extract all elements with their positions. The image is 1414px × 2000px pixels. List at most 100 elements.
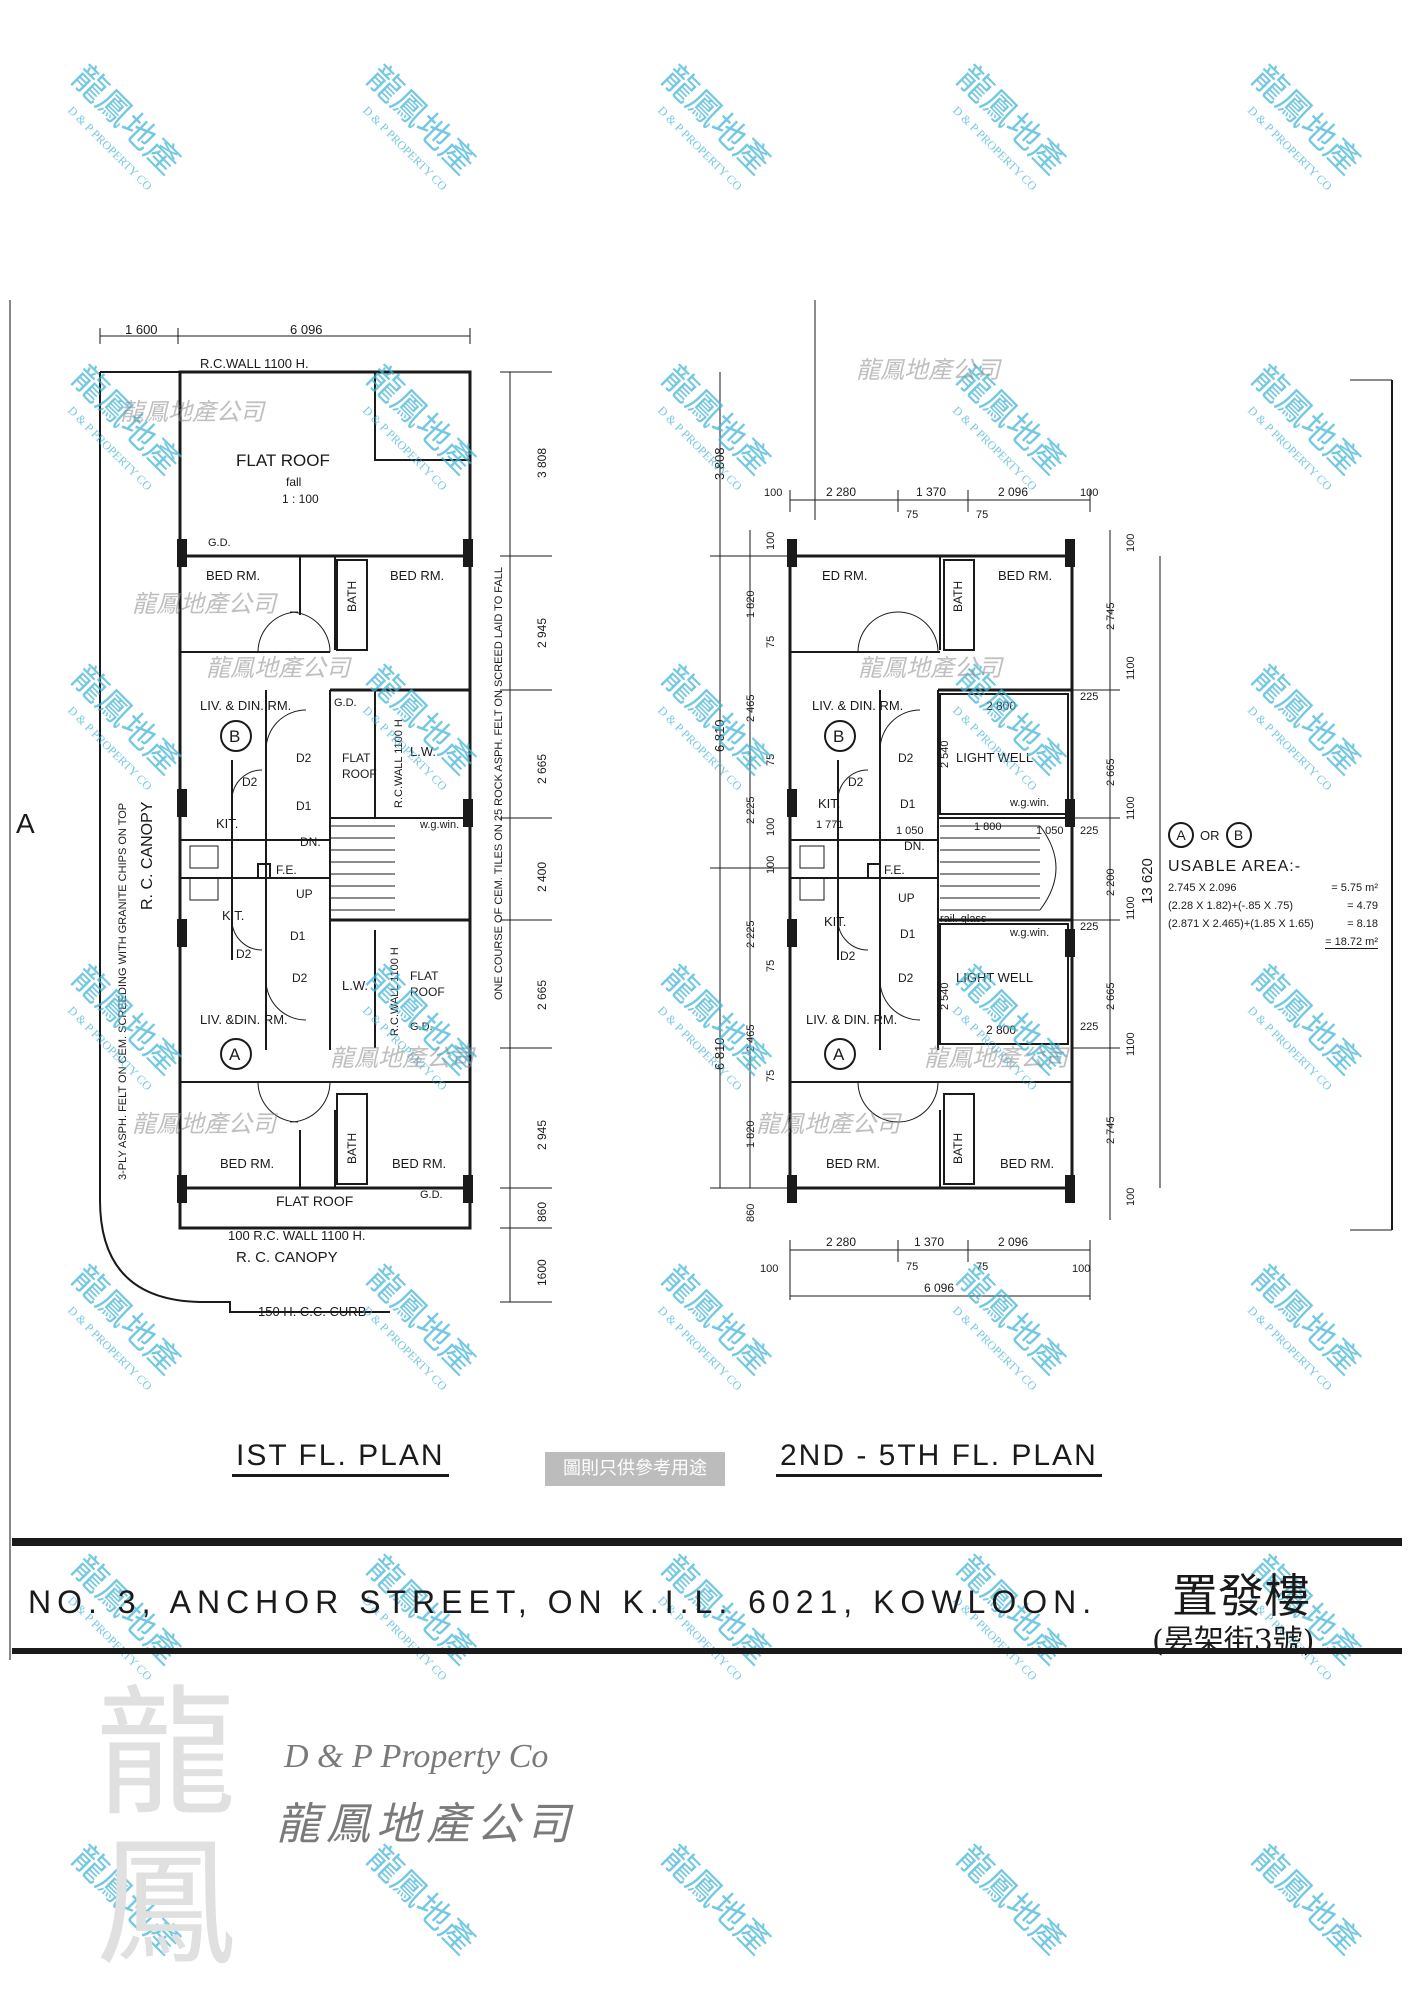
bed-b-left: BED RM. <box>206 568 260 583</box>
rc-wall-side-a: R.C.WALL 1100 H <box>389 947 401 1036</box>
bed-a-right: BED RM. <box>392 1156 446 1171</box>
title-rule-bottom <box>12 1648 1402 1654</box>
flat-roof-mid-1: FLAT <box>342 751 371 765</box>
t2-bed-a-right: BED RM. <box>1000 1156 1054 1171</box>
t2-bot-75a: 75 <box>906 1261 918 1273</box>
t2-unit-b: B <box>833 727 844 746</box>
plan1-title: IST FL. PLAN <box>232 1438 449 1477</box>
fe-1: F.E. <box>276 863 297 877</box>
t2-rd-225a: 225 <box>1080 691 1098 703</box>
gd-mid: G.D. <box>334 697 357 709</box>
rc-canopy-side: R. C. CANOPY <box>139 801 156 910</box>
t2-kit-a: KIT. <box>824 914 846 929</box>
flat-roof-top: FLAT ROOF <box>236 451 330 470</box>
t2-rd-225c: 225 <box>1080 921 1098 933</box>
t2-top-2280: 2 280 <box>826 485 856 499</box>
building-name: 置發樓 <box>1172 1569 1310 1623</box>
t2-up: UP <box>898 891 915 905</box>
t2-bot-2096: 2 096 <box>998 1235 1028 1249</box>
t2-kit-dim: 1 771 <box>816 819 844 831</box>
dim-6096: 6 096 <box>290 322 323 337</box>
t2-bath-b: BATH <box>951 581 965 612</box>
stamp-cn: 龍鳳地產公司 <box>132 590 278 618</box>
t2-li-75c: 75 <box>765 960 777 972</box>
t2-rd-2745a: 2 745 <box>1105 602 1117 630</box>
t2-fe: F.E. <box>884 863 905 877</box>
stamp-cn: 龍鳳地產公司 <box>924 1044 1070 1072</box>
t2-li-860: 860 <box>745 1204 757 1222</box>
t2-rd-1100b: 1100 <box>1125 796 1137 820</box>
kit-b: KIT. <box>216 816 238 831</box>
unit-a-circle: A <box>1168 822 1194 848</box>
flat-roof-a-2: ROOF <box>410 985 445 999</box>
t2-lw-a: LIGHT WELL <box>956 970 1033 985</box>
area-val: = 8.18 <box>1347 918 1378 930</box>
wgwin-b: w.g.win. <box>419 819 459 831</box>
usable-area-heading: A OR B <box>1168 822 1378 848</box>
watermark-cn: 龍鳳地產 <box>949 1838 1073 1962</box>
t2-li-75b: 75 <box>765 754 777 766</box>
t2-bot-100a: 100 <box>760 1263 778 1275</box>
t2-li-1820a: 1 820 <box>745 590 757 618</box>
t2-lw-dim-side-b: 2 540 <box>939 740 951 768</box>
kit-a: KIT. <box>222 908 244 923</box>
first-floor-plan <box>99 328 552 1313</box>
side-note-right: ONE COURSE OF CEM. TILES ON 25 ROCK ASPH… <box>493 567 505 1000</box>
area-total-val: = 18.72 m² <box>1325 936 1378 949</box>
usable-area-block: A OR B USABLE AREA:- 2.745 X 2.096 = 5.7… <box>1168 822 1378 949</box>
t2-kit-b: KIT. <box>818 796 840 811</box>
d1-b: D1 <box>296 799 312 813</box>
liv-a: LIV. &DIN. RM. <box>200 1012 288 1027</box>
t2-d2-b2: D2 <box>898 751 914 765</box>
gd-bottom: G.D. <box>420 1189 443 1201</box>
unit-b-circle: B <box>1225 822 1252 848</box>
t2-rd-2665a: 2 665 <box>1105 758 1117 786</box>
t2-bot-2280: 2 280 <box>826 1235 856 1249</box>
t2-li-2225a: 2 225 <box>745 796 757 824</box>
stamp-cn: 龍鳳地產公司 <box>330 1044 476 1072</box>
t2-dim-3808: 3 808 <box>712 447 727 480</box>
unit-b-mark: B <box>229 727 240 746</box>
flat-roof-a-1: FLAT <box>410 969 439 983</box>
t2-rd-2665b: 2 665 <box>1105 982 1117 1010</box>
property-address: NO. 3, ANCHOR STREET, ON K.I.L. 6021, KO… <box>28 1584 1098 1620</box>
t2-unit-a: A <box>833 1045 845 1064</box>
rdim-4: 2 400 <box>535 862 549 892</box>
title-rule-top <box>12 1538 1402 1546</box>
rdim-7: 860 <box>535 1202 549 1222</box>
t2-d2-a1: D2 <box>840 949 856 963</box>
t2-lw-dim-bottom: 2 800 <box>986 1023 1016 1037</box>
bath-a: BATH <box>345 1133 359 1164</box>
d2-a2: D2 <box>292 971 308 985</box>
up-1: UP <box>296 887 313 901</box>
t2-bath-a: BATH <box>951 1133 965 1164</box>
d1-a: D1 <box>290 929 306 943</box>
t2-liv-b: LIV. & DIN. RM. <box>812 698 903 713</box>
t2-dim-1800: 1 800 <box>974 821 1002 833</box>
t2-li-75d: 75 <box>765 1070 777 1082</box>
t2-dim-1050a: 1 050 <box>896 825 924 837</box>
rc-wall-side-b: R.C.WALL 1100 H <box>393 719 405 808</box>
t2-li-2465a: 2 465 <box>745 694 757 722</box>
d2-b2: D2 <box>296 751 312 765</box>
t2-li-100b: 100 <box>765 818 777 836</box>
t2-bed-b-right: BED RM. <box>998 568 1052 583</box>
typical-floor-plan <box>710 300 1393 1300</box>
rdim-5: 2 665 <box>535 980 549 1010</box>
rdim-2: 2 945 <box>535 618 549 648</box>
t2-bot-6096: 6 096 <box>924 1281 954 1295</box>
typical-floor-labels: 3 808 100 2 280 1 370 2 096 100 75 75 ED… <box>712 447 1156 1295</box>
t2-top-100a: 100 <box>764 487 782 499</box>
t2-dim-6810b: 6 810 <box>712 1037 727 1070</box>
plan2-title: 2ND - 5TH FL. PLAN <box>776 1438 1102 1477</box>
t2-top-75a: 75 <box>906 509 918 521</box>
area-expr: 2.745 X 2.096 <box>1168 882 1237 894</box>
t2-dn: DN. <box>904 839 925 853</box>
d2-a1: D2 <box>236 947 252 961</box>
gd-a: G.D. <box>410 1021 433 1033</box>
rdim-1: 3 808 <box>535 448 549 478</box>
bed-b-right: BED RM. <box>390 568 444 583</box>
lw-b: L.W. <box>410 744 436 759</box>
